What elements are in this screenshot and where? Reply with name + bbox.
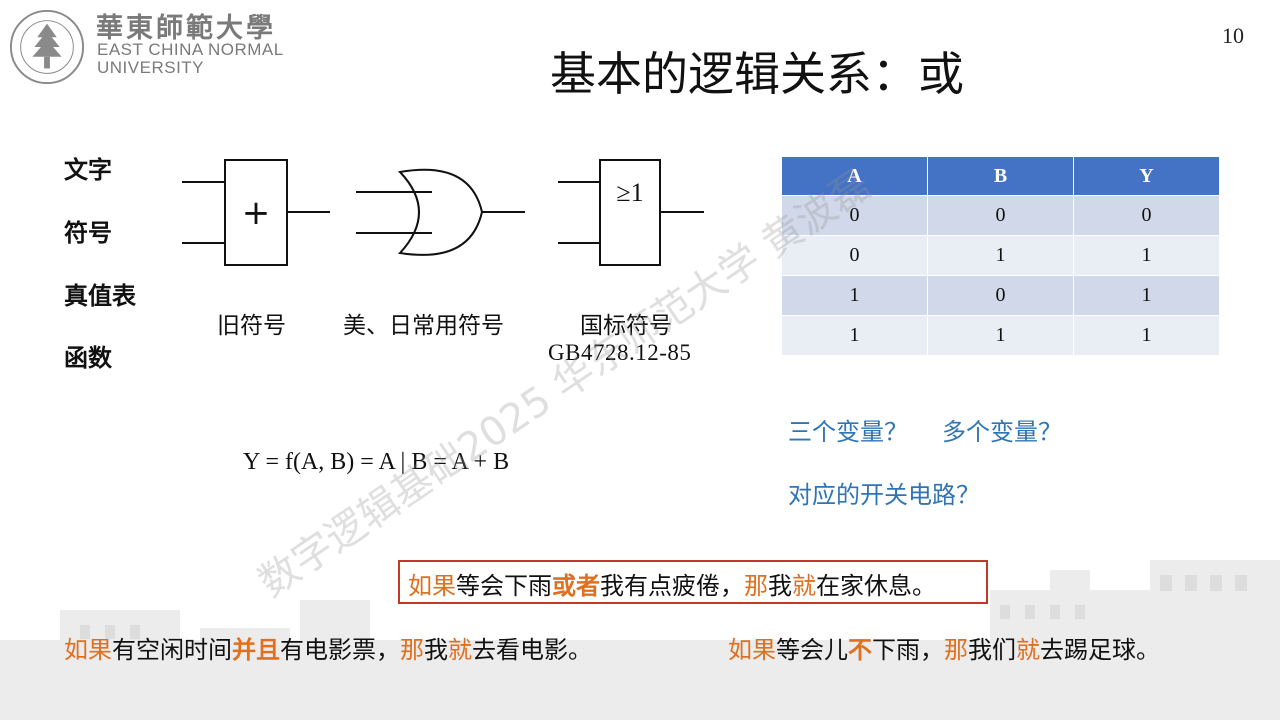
university-name-en-line1: EAST CHINA NORMAL (97, 40, 284, 59)
sentence-text: 下雨， (872, 636, 944, 664)
or-example-sentence: 如果等会下雨或者我有点疲倦，那我就在家休息。 (408, 566, 936, 601)
truth-table-cell: 0 (782, 235, 928, 276)
row-label-truth-table: 真值表 (64, 282, 136, 310)
word-if: 如果 (64, 636, 112, 664)
word-if: 如果 (408, 572, 456, 600)
gate-label-national: 国标符号 (580, 313, 672, 339)
row-label-symbol: 符号 (64, 219, 112, 247)
truth-table-header-row: A B Y (782, 157, 1220, 196)
truth-table-cell: 0 (927, 195, 1074, 236)
question-three-variables: 三个变量？ (788, 418, 908, 446)
truth-table-cell: 1 (1073, 235, 1220, 276)
truth-table-header: B (927, 157, 1074, 196)
truth-table-cell: 1 (782, 315, 928, 355)
word-or: 或者 (552, 572, 600, 600)
row-label-text: 文字 (64, 156, 112, 184)
sentence-text: 去看电影。 (472, 636, 592, 664)
question-switch-circuit: 对应的开关电路？ (788, 481, 980, 509)
gb-or-gate-symbol (558, 159, 704, 266)
truth-table-row: 1 0 1 (782, 275, 1220, 316)
truth-table-cell: 1 (1073, 315, 1220, 355)
word-then: 那 (744, 572, 768, 600)
old-gate-plus-sign: + (242, 193, 271, 233)
truth-table-cell: 1 (1073, 275, 1220, 316)
page-number: 10 (1222, 23, 1244, 48)
truth-table-row: 0 0 0 (782, 195, 1220, 236)
university-name-en-line2: UNIVERSITY (97, 58, 205, 77)
word-then: 那 (944, 636, 968, 664)
truth-table-row: 0 1 1 (782, 235, 1220, 276)
truth-table-cell: 1 (782, 275, 928, 316)
sentence-text: 等会下雨 (456, 572, 552, 600)
word-and: 并且 (232, 636, 280, 664)
truth-table-cell: 1 (927, 315, 1074, 355)
word-then-jiu: 就 (1016, 636, 1040, 664)
slide-title: 基本的逻辑关系：或 (550, 47, 964, 101)
old-or-gate-symbol (182, 159, 330, 266)
word-if: 如果 (728, 636, 776, 664)
row-label-function: 函数 (64, 344, 112, 372)
or-gate-symbols: + ≥1 (182, 159, 704, 266)
highlight-box (398, 560, 988, 604)
truth-table: A B Y 0 0 0 0 1 1 1 0 1 1 1 1 (782, 157, 1220, 355)
us-or-gate-symbol (356, 168, 525, 256)
word-then-jiu: 就 (792, 572, 816, 600)
truth-table-cell: 0 (782, 195, 928, 236)
sentence-text: 我 (424, 636, 448, 664)
word-then-jiu: 就 (448, 636, 472, 664)
word-not: 不 (848, 636, 872, 664)
truth-table-header: Y (1073, 157, 1220, 196)
truth-table-row: 1 1 1 (782, 315, 1220, 355)
gb-standard-number: GB4728.12-85 (548, 340, 692, 365)
gate-label-old: 旧符号 (217, 313, 286, 339)
word-then: 那 (400, 636, 424, 664)
sentence-text: 有空闲时间 (112, 636, 232, 664)
sentence-text: 我有点疲倦， (600, 572, 744, 600)
sentence-text: 等会儿 (776, 636, 848, 664)
university-name-cn: 華東師範大學 (96, 13, 276, 44)
truth-table-header: A (782, 157, 928, 196)
sentence-text: 有电影票， (280, 636, 400, 664)
or-function-formula: Y = f(A, B) = A | B = A + B (243, 449, 510, 475)
ecnu-emblem-icon (9, 9, 85, 85)
sentence-text: 在家休息。 (816, 572, 936, 600)
truth-table-cell: 0 (1073, 195, 1220, 236)
sentence-text: 我们 (968, 636, 1016, 664)
truth-table-cell: 1 (927, 235, 1074, 276)
truth-table-cell: 0 (927, 275, 1074, 316)
sentence-text: 我 (768, 572, 792, 600)
not-example-sentence: 如果等会儿不下雨，那我们就去踢足球。 (728, 630, 1160, 665)
and-example-sentence: 如果有空闲时间并且有电影票，那我就去看电影。 (64, 630, 592, 665)
gate-label-us-jp: 美、日常用符号 (343, 313, 504, 339)
sentence-text: 去踢足球。 (1040, 636, 1160, 664)
question-multiple-variables: 多个变量？ (942, 418, 1062, 446)
gb-gate-ge1-label: ≥1 (616, 178, 643, 207)
